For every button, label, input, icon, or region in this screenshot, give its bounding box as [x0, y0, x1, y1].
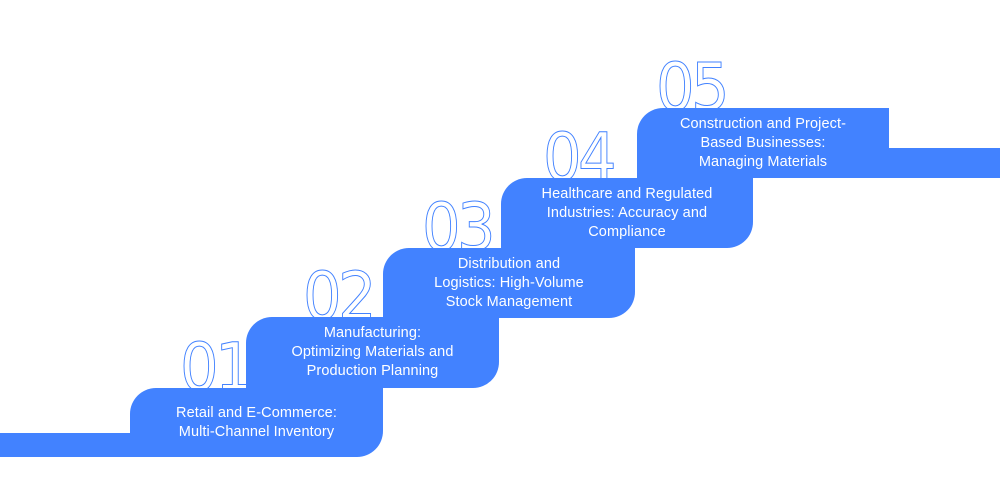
step-03: Distribution and Logistics: High-Volume …	[383, 248, 635, 318]
step-01-label: Retail and E-Commerce: Multi-Channel Inv…	[176, 404, 337, 440]
step-01: Retail and E-Commerce: Multi-Channel Inv…	[130, 388, 383, 457]
step-03-label: Distribution and Logistics: High-Volume …	[434, 255, 584, 310]
step-04-label: Healthcare and Regulated Industries: Acc…	[541, 185, 713, 240]
step-02-label: Manufacturing: Optimizing Materials and …	[291, 325, 454, 379]
step-05: Construction and Project- Based Business…	[637, 108, 889, 178]
step-02: Manufacturing: Optimizing Materials and …	[246, 317, 499, 388]
left-connector-bar	[0, 433, 140, 457]
step-04: Healthcare and Regulated Industries: Acc…	[501, 178, 753, 248]
step-05-label: Construction and Project- Based Business…	[679, 115, 847, 170]
